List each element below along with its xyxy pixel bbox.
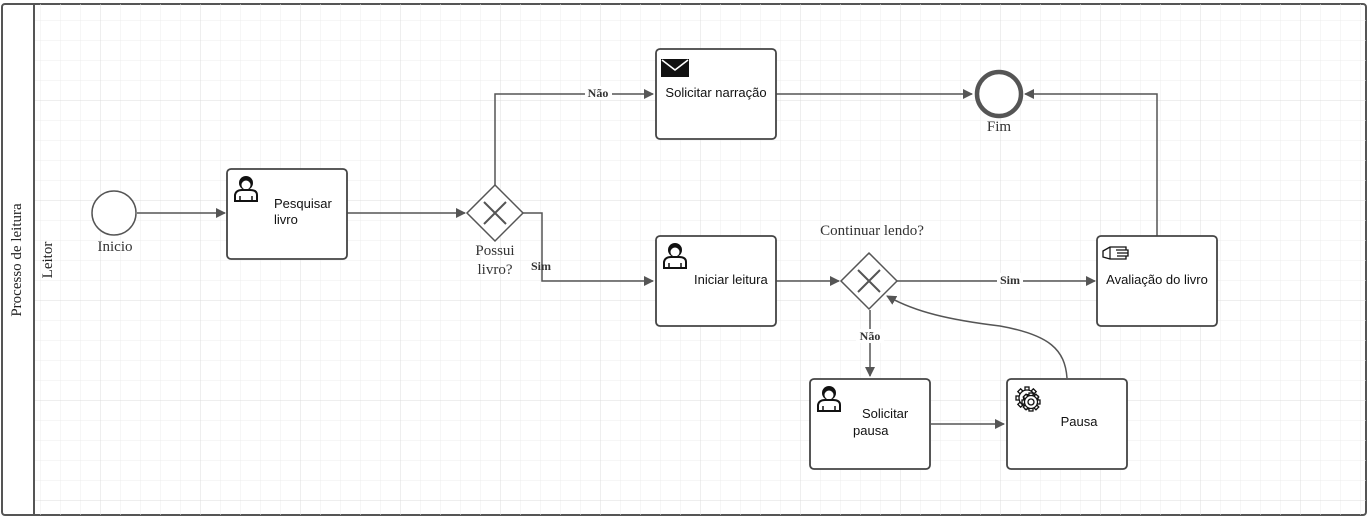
task-iniciar-label: Iniciar leitura	[694, 272, 768, 287]
start-event[interactable]: Inicio	[91, 190, 137, 255]
edge-label-nao-top: Não	[588, 86, 609, 100]
edge-label-nao-down: Não	[860, 329, 881, 343]
end-event-label: Fim	[987, 119, 1012, 135]
task-solicitar-pausa-line1: Solicitar	[862, 406, 909, 421]
end-event[interactable]: Fim	[974, 69, 1024, 135]
gateway-possui-line2: livro?	[478, 262, 513, 278]
exclusive-x-icon	[857, 269, 881, 293]
flow-avaliacao-to-fim[interactable]	[1024, 89, 1158, 236]
manual-hand-icon	[1102, 246, 1129, 260]
user-icon	[234, 176, 258, 202]
task-iniciar-leitura[interactable]: Iniciar leitura	[655, 235, 777, 327]
edge-labels: Não Sim Sim Não	[531, 86, 1023, 343]
envelope-icon	[661, 59, 689, 77]
task-avaliacao-do-livro[interactable]: Avaliação do livro	[1096, 235, 1218, 327]
gear-icon	[1015, 386, 1041, 412]
flow-possui-to-iniciar[interactable]	[523, 212, 654, 286]
task-pesquisar-line1: Pesquisar	[274, 196, 332, 211]
flow-pausa-to-continuar[interactable]	[886, 295, 1068, 379]
edge-label-sim-right: Sim	[1000, 273, 1020, 287]
user-icon	[817, 386, 841, 412]
task-avaliacao-label: Avaliação do livro	[1106, 272, 1208, 287]
user-icon	[663, 243, 687, 269]
task-pausa[interactable]: Pausa	[1006, 378, 1128, 470]
task-pausa-label: Pausa	[1061, 414, 1099, 429]
task-pesquisar-livro[interactable]: Pesquisar livro	[226, 168, 348, 260]
start-event-label: Inicio	[98, 239, 133, 255]
edge-label-sim-left: Sim	[531, 259, 551, 273]
pool-label: Processo de leitura	[9, 203, 25, 317]
task-solicitar-pausa[interactable]: Solicitar pausa	[809, 378, 931, 470]
lane-label: Leitor	[40, 242, 56, 279]
gateway-possui-line1: Possui	[475, 243, 514, 259]
gateway-possui-livro[interactable]: Possui livro?	[465, 183, 525, 278]
exclusive-x-icon	[483, 201, 507, 225]
task-narracao-label: Solicitar narração	[665, 85, 766, 100]
task-pesquisar-line2: livro	[274, 212, 298, 227]
gateway-continuar-lendo[interactable]: Continuar lendo?	[820, 223, 924, 311]
task-solicitar-narracao[interactable]: Solicitar narração	[655, 48, 777, 140]
gateway-continuar-label: Continuar lendo?	[820, 223, 924, 239]
task-solicitar-pausa-line2: pausa	[853, 423, 889, 438]
